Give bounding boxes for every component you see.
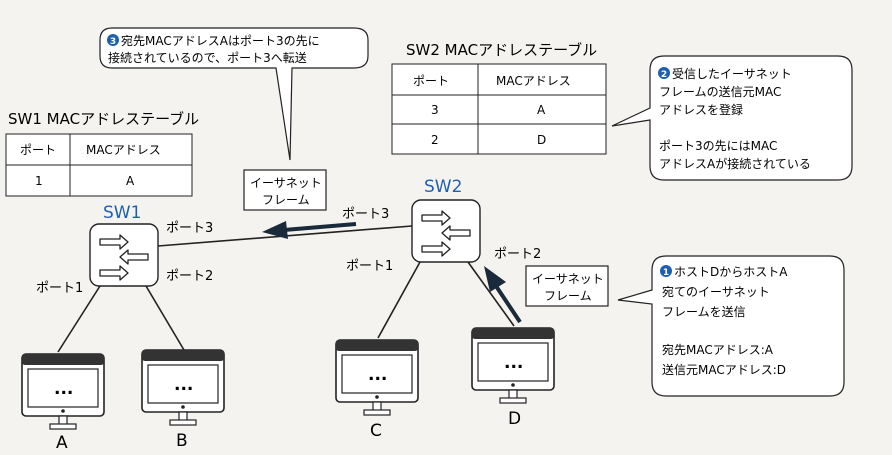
sw2-row1-port: 3: [431, 103, 439, 117]
sw1-port2-label: ポート2: [166, 269, 213, 284]
frame-top-line1: イーサネット: [250, 176, 322, 190]
host-c-screen-dots: ...: [368, 365, 387, 385]
callout-step2-line1: 受信したイーサネット: [672, 67, 792, 81]
sw1-mac-table: SW1 MACアドレステーブル ポート MACアドレス 1 A: [5, 110, 199, 197]
sw2-mac-table: SW2 MACアドレステーブル ポート MACアドレス 3 A 2 D: [391, 41, 607, 155]
sw2-port3-label: ポート3: [342, 207, 389, 222]
frame-box-top: イーサネット フレーム: [243, 169, 327, 211]
callout-step1-line3: フレームを送信: [662, 304, 746, 319]
callout-step2-line3: アドレスを登録: [659, 102, 743, 117]
step3-badge: [107, 34, 119, 46]
sw2-port2-label: ポート2: [494, 247, 541, 262]
sw2-label: SW2: [424, 177, 462, 197]
sw1-row1-mac: A: [126, 174, 135, 188]
step2-badge-num: 2: [661, 70, 667, 80]
host-b-label: B: [176, 431, 188, 451]
callout-step2-line6: アドレスAが接続されている: [659, 156, 811, 171]
step1-badge: [660, 265, 672, 277]
sw2-header-port: ポート: [413, 74, 449, 88]
sw1-port3-label: ポート3: [166, 221, 213, 236]
callout-step1-line1: ホストDからホストA: [674, 265, 788, 279]
sw2-switch-icon: [411, 199, 481, 263]
step3-badge-num: 3: [110, 37, 116, 47]
step2-badge: [658, 67, 670, 79]
sw2-table-title: SW2 MACアドレステーブル: [406, 41, 597, 59]
host-c-label: C: [370, 421, 382, 441]
sw2-port1-label: ポート1: [346, 259, 393, 274]
sw2-header-mac: MACアドレス: [496, 74, 571, 88]
frame-box-right: イーサネット フレーム: [525, 265, 609, 307]
sw1-port1-label: ポート1: [36, 281, 83, 296]
callout-step3-line1: 宛先MACアドレスAはポート3の先に: [121, 33, 320, 48]
callout-step2: 2 受信したイーサネット フレームの送信元MAC アドレスを登録 ポート3の先に…: [611, 55, 853, 181]
sw2-row1-mac: A: [537, 103, 546, 117]
callout-step1-line2: 宛てのイーサネット: [662, 284, 770, 299]
arrow-to-sw1-icon: [262, 221, 357, 239]
frame-right-line1: イーサネット: [532, 272, 604, 286]
sw1-table-title: SW1 MACアドレステーブル: [8, 110, 199, 128]
callout-step2-line2: フレームの送信元MAC: [659, 84, 781, 99]
sw1-header-port: ポート: [20, 143, 56, 157]
host-d-label: D: [508, 409, 521, 429]
arrow-to-sw2-icon: [484, 266, 522, 324]
callout-step1: 1 ホストDからホストA 宛てのイーサネット フレームを送信 宛先MACアドレス…: [617, 255, 845, 397]
sw2-row2-mac: D: [537, 133, 546, 147]
sw1-header-mac: MACアドレス: [86, 143, 161, 157]
sw2-row2-port: 2: [431, 133, 439, 147]
sw1-row1-port: 1: [35, 174, 43, 188]
host-d-screen-dots: ...: [504, 353, 523, 373]
host-a-screen-dots: ...: [54, 379, 73, 399]
callout-step1-line6: 送信元MACアドレス:D: [662, 362, 786, 377]
callout-step1-line5: 宛先MACアドレス:A: [662, 342, 774, 357]
sw1-switch-icon: [89, 223, 159, 287]
callout-step3-line2: 接続されているので、ポート3へ転送: [108, 50, 307, 65]
frame-top-line2: フレーム: [262, 193, 310, 207]
sw1-label: SW1: [103, 203, 141, 223]
callout-step3: 3 宛先MACアドレスAはポート3の先に 接続されているので、ポート3へ転送: [99, 27, 369, 161]
host-a-label: A: [56, 433, 68, 453]
step1-badge-num: 1: [663, 268, 669, 278]
host-b-screen-dots: ...: [174, 375, 193, 395]
callout-step2-line5: ポート3の先にはMAC: [659, 139, 777, 153]
frame-right-line2: フレーム: [544, 289, 592, 303]
